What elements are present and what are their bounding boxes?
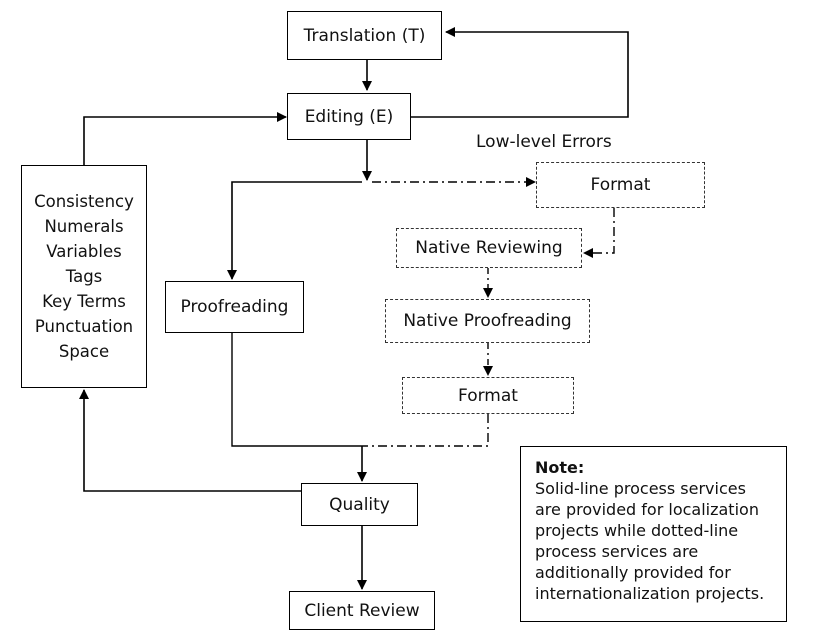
criteria-box: Consistency Numerals Variables Tags Key … [21, 165, 147, 388]
criteria-item: Variables [46, 242, 122, 261]
criteria-item: Space [58, 342, 110, 361]
native-reviewing-node: Native Reviewing [396, 228, 582, 268]
note-body: Solid-line process services are provided… [535, 479, 765, 603]
editing-label: Editing (E) [304, 106, 394, 127]
format-top-node: Format [536, 162, 705, 208]
format-bottom-node: Format [402, 377, 574, 414]
arrow-editing-translation-loop [411, 27, 629, 118]
native-reviewing-label: Native Reviewing [415, 238, 563, 258]
low-level-errors-label: Low-level Errors [476, 132, 612, 152]
criteria-item: Punctuation [34, 317, 134, 336]
note-box: Note: Solid-line process services are pr… [520, 446, 787, 622]
client-review-node: Client Review [289, 591, 435, 630]
line-proofreading-merge [231, 333, 362, 447]
line-format-merge [362, 414, 489, 447]
criteria-item: Consistency [34, 192, 134, 211]
proofreading-node: Proofreading [165, 281, 304, 333]
arrow-format-native-reviewing [583, 208, 615, 258]
quality-label: Quality [329, 494, 390, 515]
translation-label: Translation (T) [303, 25, 426, 46]
criteria-item: Tags [65, 267, 103, 286]
arrow-junction-proofreading [227, 181, 362, 280]
quality-node: Quality [301, 483, 418, 526]
native-proofreading-label: Native Proofreading [403, 311, 572, 331]
translation-node: Translation (T) [287, 11, 442, 60]
criteria-item: Numerals [44, 217, 124, 236]
editing-node: Editing (E) [287, 93, 411, 140]
arrow-quality-criteria [79, 389, 301, 492]
native-proofreading-node: Native Proofreading [385, 299, 590, 343]
criteria-item: Key Terms [42, 292, 126, 311]
note-heading: Note: [535, 458, 585, 477]
format-bottom-label: Format [458, 385, 518, 406]
format-top-label: Format [590, 175, 651, 195]
arrow-criteria-editing [83, 112, 287, 165]
client-review-label: Client Review [304, 600, 420, 621]
proofreading-label: Proofreading [180, 297, 289, 317]
